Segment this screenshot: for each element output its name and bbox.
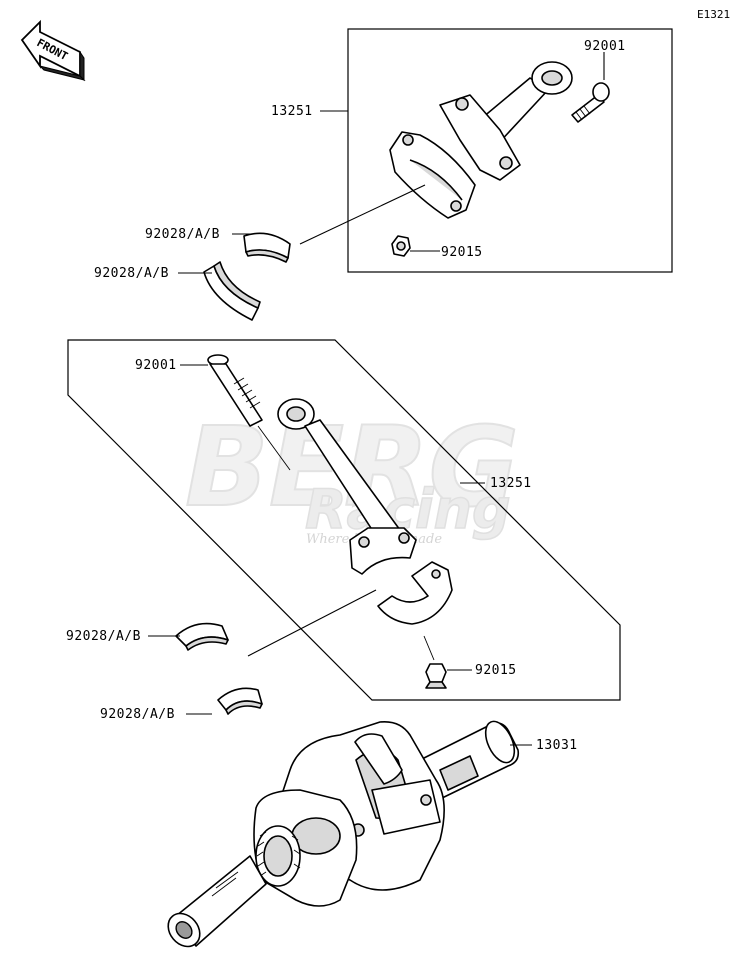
upper-bolt [571,82,610,123]
lower-nut-label: 92015 [475,663,517,678]
lower-rod-label: 13251 [490,476,532,491]
lower-bearing-1-label: 92028/A/B [66,629,141,644]
watermark-brand-sub: Racing [305,478,511,541]
crankshaft [167,720,520,948]
lower-bearing-shell-1 [175,622,229,651]
upper-bearing-shell-2 [203,261,261,321]
lower-bearing-shell-2 [217,687,263,715]
upper-bearing-1-label: 92028/A/B [145,227,220,242]
upper-nut [391,235,411,257]
crankshaft-label: 13031 [536,738,578,753]
lower-nut [425,663,447,689]
lower-bearing-2-label: 92028/A/B [100,707,175,722]
lower-bolt-label: 92001 [135,358,177,373]
upper-assembly-frame [347,28,673,273]
upper-bearing-2-label: 92028/A/B [94,266,169,281]
lower-bolt [207,354,263,427]
upper-bearing-shell-1 [243,232,291,263]
front-arrow-icon: FRONT [20,19,86,82]
lower-connecting-rod [277,398,417,575]
upper-connecting-rod [389,61,573,219]
crank-gear [255,825,301,887]
lower-rod-cap [377,561,453,625]
upper-nut-label: 92015 [441,245,483,260]
lower-assembly-frame [67,339,621,701]
upper-bolt-label: 92001 [584,39,626,54]
upper-rod-label: 13251 [271,104,313,119]
diagram-id: E1321 [697,8,730,21]
